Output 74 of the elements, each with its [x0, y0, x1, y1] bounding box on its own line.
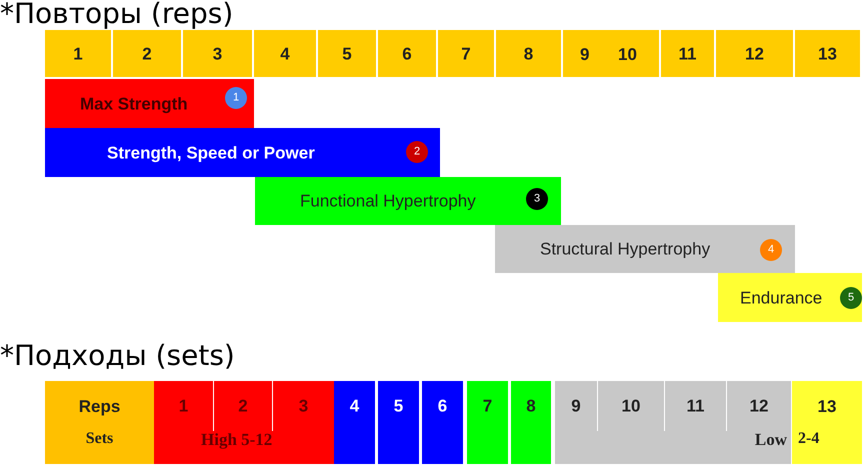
table-text: Reps — [78, 398, 120, 415]
scale-cell — [496, 30, 563, 77]
rep-number: 9 — [571, 398, 581, 414]
rep-number: 2 — [238, 398, 248, 414]
bar-label: Strength, Speed or Power — [107, 144, 315, 161]
scale-cell — [183, 30, 254, 77]
scale-cell — [113, 30, 183, 77]
scale-cell — [661, 30, 716, 77]
rep-number: 7 — [482, 398, 492, 414]
number-badge — [225, 87, 247, 109]
rep-number: 1 — [73, 45, 83, 62]
table-text: 13 — [818, 398, 836, 415]
table-text: Sets — [86, 431, 114, 447]
range-bar — [45, 128, 440, 177]
scale-cell — [378, 30, 438, 77]
scale-cell — [45, 30, 113, 77]
scale-cell — [318, 30, 378, 77]
bar-label: Max Strength — [80, 95, 188, 112]
table-cell — [154, 381, 334, 464]
range-bar — [495, 225, 795, 273]
range-bar — [255, 177, 561, 225]
number-badge — [840, 287, 862, 309]
bar-label: Structural Hypertrophy — [540, 240, 710, 258]
table-cell — [45, 381, 154, 464]
table-text: Low — [754, 431, 787, 448]
range-bar — [45, 79, 254, 128]
badge-number: 2 — [414, 146, 420, 158]
badge-number: 3 — [534, 194, 540, 204]
table-cell — [422, 381, 465, 464]
rep-number: 1 — [178, 398, 188, 414]
table-text: 2-4 — [798, 431, 820, 447]
badge-number: 5 — [848, 292, 854, 304]
scale-cell — [438, 30, 496, 77]
table-cell — [467, 381, 510, 464]
section-heading: *Подходы (sets) — [0, 342, 235, 370]
rep-number: 7 — [461, 45, 471, 62]
rep-number: 3 — [212, 45, 222, 62]
number-badge — [526, 188, 548, 210]
rep-number: 8 — [524, 45, 534, 62]
table-cell — [511, 381, 553, 464]
rep-number: 13 — [818, 45, 837, 62]
table-cell — [792, 381, 862, 464]
rep-number: 4 — [350, 398, 360, 414]
rep-number: 12 — [745, 45, 764, 62]
rep-number: 5 — [394, 398, 404, 414]
rep-number: 6 — [438, 398, 448, 414]
scale-cell — [716, 30, 795, 77]
rep-number: 10 — [622, 398, 640, 414]
table-cell — [378, 381, 421, 464]
number-badge — [406, 141, 428, 163]
bar-label: Functional Hypertrophy — [300, 192, 476, 210]
badge-number: 4 — [768, 244, 774, 256]
table-cell — [334, 381, 377, 464]
rep-number: 6 — [402, 45, 412, 62]
scale-cell — [563, 30, 661, 77]
rep-number: 10 — [618, 46, 637, 63]
number-badge — [760, 239, 782, 261]
rep-number: 9 — [580, 46, 590, 63]
range-bar — [718, 273, 862, 322]
scale-cell — [254, 30, 318, 77]
rep-number: 11 — [686, 398, 704, 414]
bar-label: Endurance — [740, 289, 822, 306]
rep-number: 12 — [750, 398, 768, 414]
rep-number: 8 — [526, 398, 536, 414]
table-cell — [555, 381, 791, 464]
rep-number: 3 — [298, 398, 308, 414]
table-text: High 5-12 — [201, 431, 272, 448]
badge-number: 1 — [232, 92, 240, 104]
rep-number: 5 — [342, 45, 352, 62]
scale-cell — [795, 30, 862, 77]
rep-number: 2 — [142, 45, 152, 62]
section-heading: *Повторы (reps) — [0, 0, 234, 28]
rep-number: 4 — [280, 45, 290, 62]
rep-number: 11 — [678, 45, 696, 62]
